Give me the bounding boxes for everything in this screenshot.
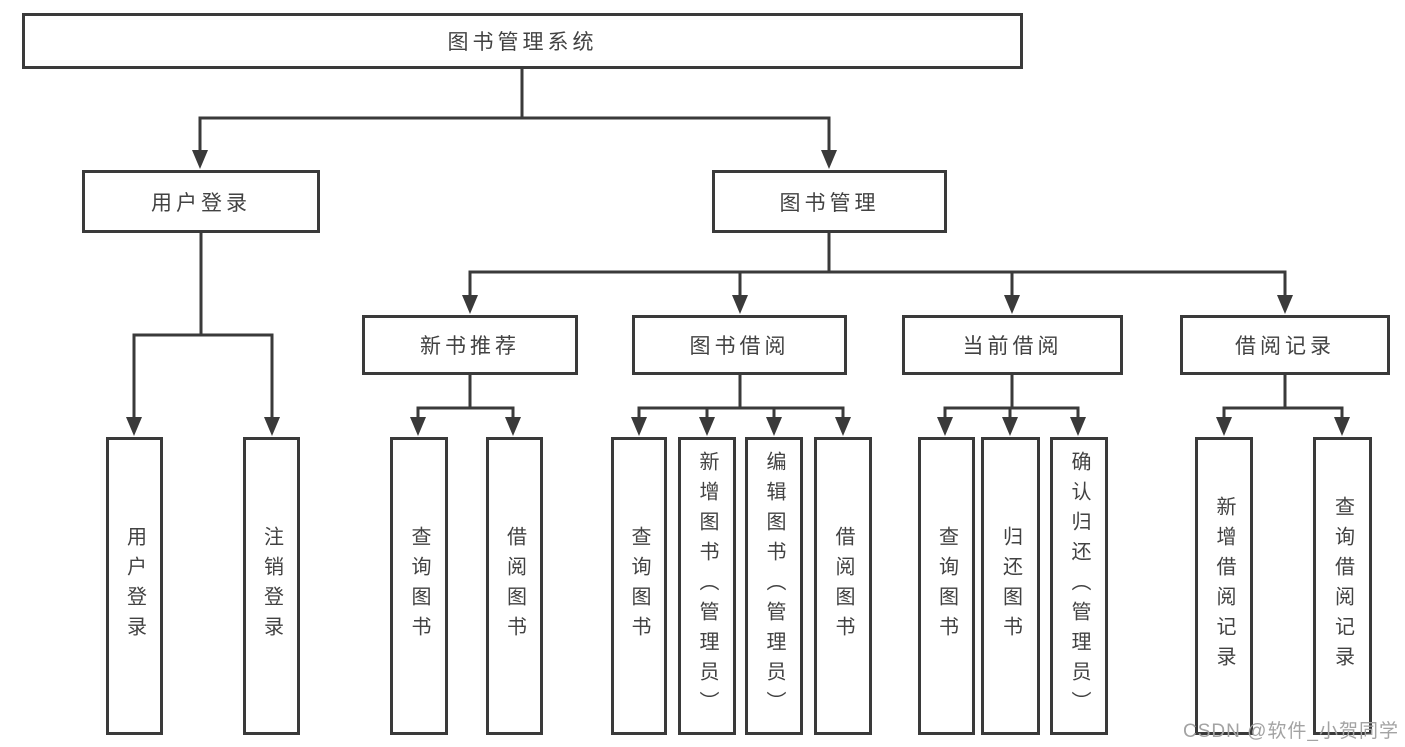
node-leaf-borrow-book-1: 借阅图书 [486, 437, 543, 735]
node-leaf-add-book: 新增图书（管理员） [678, 437, 736, 735]
node-new-book-recommend: 新书推荐 [362, 315, 578, 375]
node-leaf-borrow-book-2: 借阅图书 [814, 437, 872, 735]
node-label-leaf-logout: 注销登录 [260, 526, 283, 646]
node-label-root: 图书管理系统 [447, 31, 598, 54]
node-leaf-confirm-return: 确认归还（管理员） [1050, 437, 1108, 735]
node-book-borrowing: 图书借阅 [632, 315, 847, 375]
csdn-watermark: CSDN @软件_小贺同学 [1183, 721, 1399, 742]
node-user-login: 用户登录 [82, 170, 320, 233]
node-label-borrowing-records: 借阅记录 [1235, 335, 1335, 358]
node-label-leaf-query-book-3: 查询图书 [935, 526, 958, 646]
node-label-leaf-confirm-return: 确认归还（管理员） [1068, 451, 1090, 721]
node-leaf-return-book: 归还图书 [981, 437, 1040, 735]
node-leaf-logout: 注销登录 [243, 437, 300, 735]
node-label-user-login: 用户登录 [151, 191, 251, 215]
node-leaf-query-book-3: 查询图书 [918, 437, 975, 735]
node-label-leaf-query-record: 查询借阅记录 [1331, 496, 1354, 676]
node-label-leaf-query-book-1: 查询图书 [408, 526, 430, 646]
node-label-leaf-return-book: 归还图书 [999, 526, 1022, 646]
node-label-current-borrowing: 当前借阅 [962, 335, 1063, 358]
node-label-new-book-recommend: 新书推荐 [420, 335, 520, 358]
node-leaf-user-login: 用户登录 [106, 437, 163, 735]
node-label-leaf-query-book-2: 查询图书 [628, 526, 650, 646]
node-label-leaf-borrow-book-1: 借阅图书 [503, 526, 526, 646]
node-label-book-management: 图书管理 [779, 191, 880, 215]
node-leaf-edit-book: 编辑图书（管理员） [745, 437, 803, 735]
node-label-leaf-borrow-book-2: 借阅图书 [832, 526, 854, 646]
node-label-book-borrowing: 图书借阅 [689, 335, 790, 358]
node-label-leaf-user-login: 用户登录 [123, 526, 146, 646]
node-root: 图书管理系统 [22, 13, 1023, 69]
node-current-borrowing: 当前借阅 [902, 315, 1123, 375]
node-leaf-add-record: 新增借阅记录 [1195, 437, 1253, 735]
node-leaf-query-book-2: 查询图书 [611, 437, 667, 735]
node-borrowing-records: 借阅记录 [1180, 315, 1390, 375]
node-leaf-query-book-1: 查询图书 [390, 437, 448, 735]
node-book-management: 图书管理 [712, 170, 947, 233]
node-label-leaf-add-book: 新增图书（管理员） [696, 451, 718, 721]
node-leaf-query-record: 查询借阅记录 [1313, 437, 1372, 735]
node-label-leaf-add-record: 新增借阅记录 [1213, 496, 1235, 676]
node-label-leaf-edit-book: 编辑图书（管理员） [763, 451, 785, 721]
